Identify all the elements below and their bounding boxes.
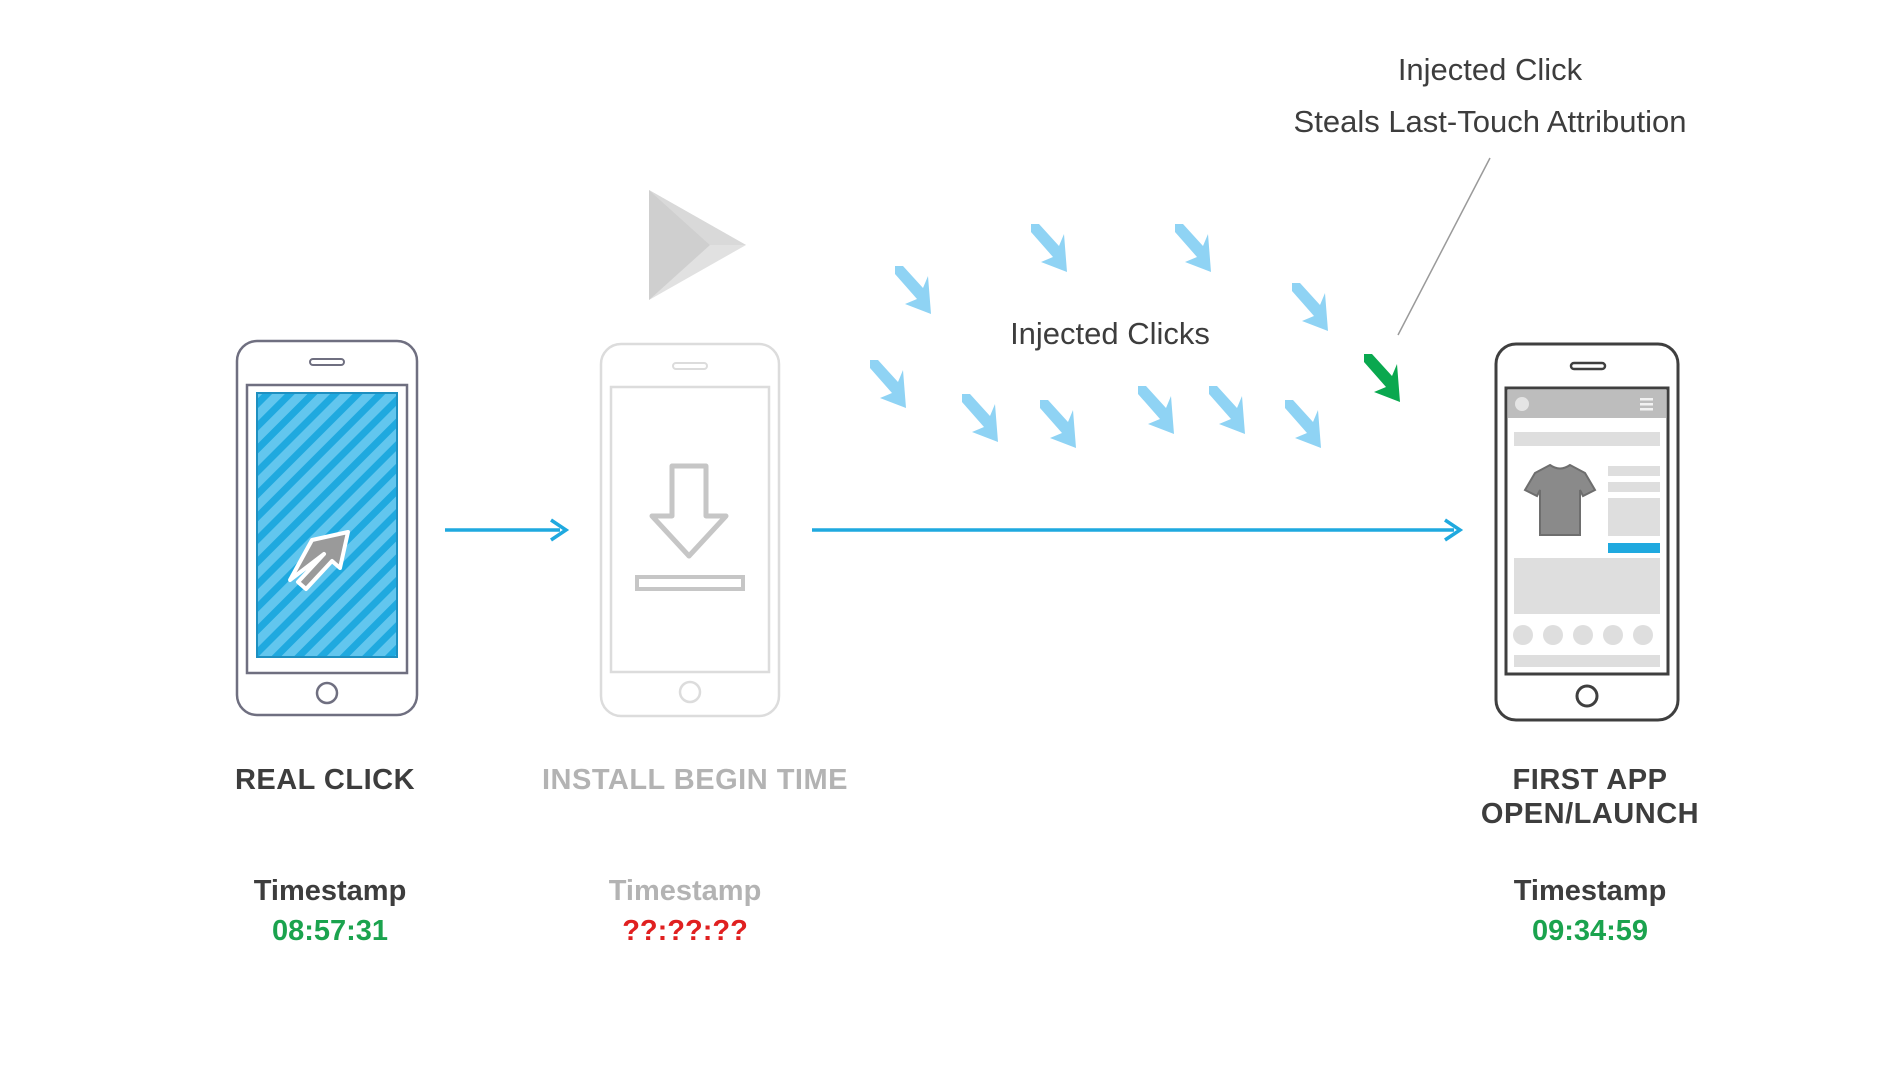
annotation-line-1: Injected Click bbox=[1397, 52, 1583, 87]
injected-click-arrow bbox=[1292, 283, 1328, 331]
injected-click-arrow bbox=[1138, 386, 1174, 434]
injected-click-arrow bbox=[962, 394, 998, 442]
highlighted-injected-click-arrow bbox=[1364, 354, 1400, 402]
annotation-leader-line bbox=[1397, 157, 1491, 336]
timestamp-label: Timestamp bbox=[253, 875, 407, 907]
flow-arrow-2 bbox=[812, 518, 1464, 542]
timestamp-label: Timestamp bbox=[1513, 875, 1667, 907]
injected-clicks-label: Injected Clicks bbox=[1010, 316, 1210, 351]
timestamp-value: 08:57:31 bbox=[271, 915, 389, 947]
injected-click-arrow bbox=[895, 266, 931, 314]
play-triangle-icon bbox=[649, 190, 746, 300]
timestamp-value: ??:??:?? bbox=[622, 915, 748, 947]
tshirt-icon bbox=[1523, 463, 1597, 536]
injected-click-arrow bbox=[870, 360, 906, 408]
phone-real-click bbox=[235, 339, 419, 717]
flow-arrow-1 bbox=[445, 518, 570, 542]
injected-click-arrow bbox=[1031, 224, 1067, 272]
timestamp-value: 09:34:59 bbox=[1531, 915, 1649, 947]
injected-click-arrow bbox=[1040, 400, 1076, 448]
timestamp-label: Timestamp bbox=[608, 875, 762, 907]
download-icon bbox=[635, 463, 745, 591]
stage-title-first-app-open-line-1: FIRST APP bbox=[1512, 764, 1668, 796]
phone-first-app-open bbox=[1494, 342, 1680, 722]
stage-title-first-app-open-line-2: OPEN/LAUNCH bbox=[1480, 798, 1700, 830]
injected-click-arrow bbox=[1209, 386, 1245, 434]
stage-title-install-begin-time: INSTALL BEGIN TIME bbox=[542, 764, 848, 796]
cursor-arrow-icon bbox=[288, 530, 350, 591]
stage-title-real-click: REAL CLICK bbox=[234, 764, 416, 796]
injected-click-arrow bbox=[1285, 400, 1321, 448]
injected-click-arrow bbox=[1175, 224, 1211, 272]
annotation-line-2: Steals Last-Touch Attribution bbox=[1293, 104, 1687, 139]
phone-install bbox=[599, 342, 781, 718]
